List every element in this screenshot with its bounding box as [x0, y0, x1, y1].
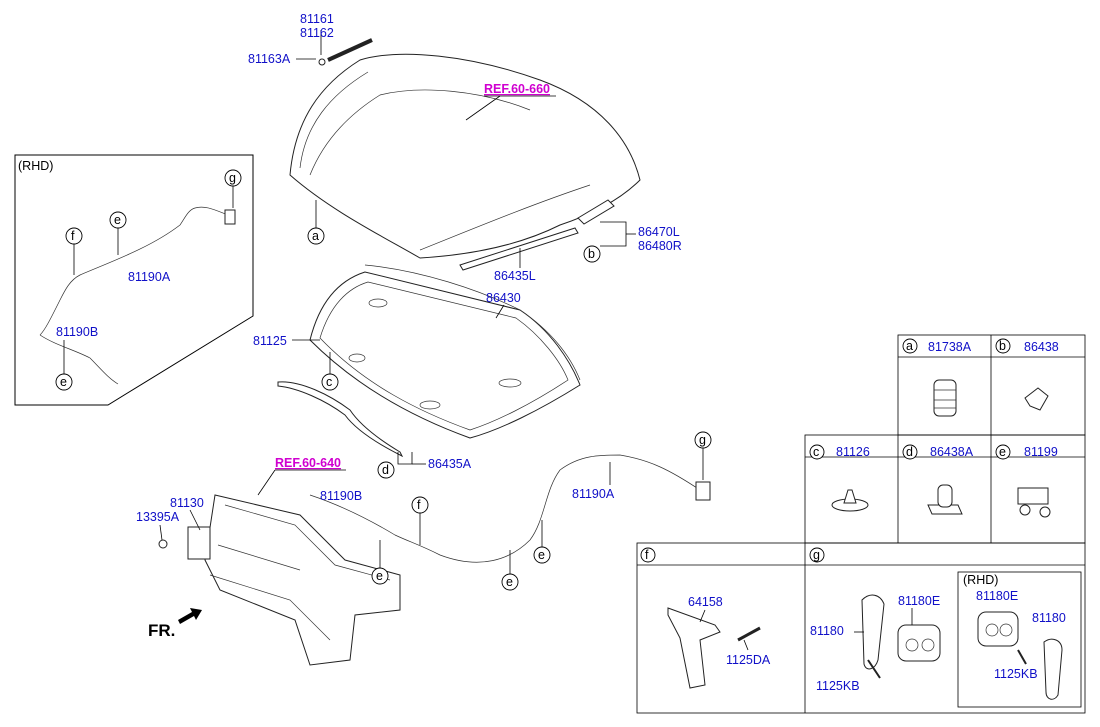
svg-text:c: c	[326, 375, 332, 389]
svg-text:b: b	[588, 247, 595, 261]
label-86435l: 86435L	[494, 269, 536, 283]
svg-text:g: g	[699, 433, 706, 447]
legend-81180e: 81180E	[898, 594, 940, 608]
label-86470l: 86470L	[638, 225, 680, 239]
rhd-inset-title: (RHD)	[18, 159, 53, 173]
legend-1125kb: 1125KB	[816, 679, 860, 693]
legend-86438: 86438	[1024, 340, 1059, 354]
legend-81199: 81199	[1024, 445, 1058, 459]
svg-text:a: a	[906, 339, 913, 353]
callout-a-hood	[307, 227, 325, 245]
svg-text:g: g	[229, 171, 236, 185]
label-81162: 81162	[300, 26, 334, 40]
svg-text:e: e	[376, 569, 383, 583]
label-81125: 81125	[253, 334, 287, 348]
legend-81126: 81126	[836, 445, 870, 459]
nut-13395a	[158, 539, 168, 549]
label-86480r: 86480R	[638, 239, 682, 253]
svg-text:f: f	[417, 498, 421, 512]
lever-81180-icon	[854, 594, 941, 679]
weatherstrip-parts	[459, 199, 615, 271]
legend-key-g	[809, 547, 825, 563]
hood-stay	[318, 30, 373, 66]
rhd-inset	[14, 154, 254, 406]
bumper-81738a-icon	[933, 379, 957, 417]
svg-text:e: e	[60, 375, 67, 389]
rhd-lever-icon	[977, 611, 1063, 700]
label-81161: 81161	[300, 12, 334, 26]
legend-rhd-1125kb: 1125KB	[994, 667, 1038, 681]
legend-81180: 81180	[810, 624, 844, 638]
label-81163a: 81163A	[248, 52, 291, 66]
callout-c	[321, 373, 339, 391]
ref-60-660: REF.60-660	[484, 82, 550, 96]
legend-1125da: 1125DA	[726, 653, 771, 667]
label-rhd-81190a: 81190A	[128, 270, 171, 284]
svg-text:e: e	[114, 213, 121, 227]
svg-text:e: e	[506, 575, 513, 589]
label-81130: 81130	[170, 496, 204, 510]
svg-text:f: f	[645, 548, 649, 562]
legend-81738a: 81738A	[928, 340, 972, 354]
label-86435a: 86435A	[428, 457, 472, 471]
label-13395a: 13395A	[136, 510, 180, 524]
legend-key-a	[902, 338, 918, 354]
legend-key-d	[902, 444, 918, 460]
legend-key-c	[809, 444, 825, 460]
svg-text:g: g	[813, 548, 820, 562]
ref-60-640: REF.60-640	[275, 456, 341, 470]
lever-81180	[695, 481, 711, 501]
label-81190b: 81190B	[320, 489, 362, 503]
svg-text:f: f	[71, 229, 75, 243]
clip-81126-icon	[831, 489, 869, 512]
legend-key-f	[640, 547, 656, 563]
svg-text:d: d	[382, 463, 389, 477]
svg-text:b: b	[999, 339, 1006, 353]
legend-64158: 64158	[688, 595, 723, 609]
front-arrow-icon	[178, 608, 202, 624]
release-cable	[309, 454, 701, 563]
legend-key-b	[995, 338, 1011, 354]
svg-text:c: c	[813, 445, 819, 459]
svg-text:d: d	[906, 445, 913, 459]
front-label: FR.	[148, 621, 175, 640]
clip-86438a-icon	[927, 484, 963, 515]
hood-panel	[289, 53, 641, 259]
hood-insulator-pad	[309, 264, 581, 439]
legend-rhd-81180: 81180	[1032, 611, 1066, 625]
radiator-support	[187, 494, 401, 666]
callout-b	[583, 245, 601, 263]
lower-seal	[277, 381, 404, 458]
legend-key-e	[995, 444, 1011, 460]
svg-text:a: a	[312, 229, 319, 243]
clip-81199-icon	[1017, 487, 1051, 518]
legend-rhd-title: (RHD)	[963, 573, 998, 587]
svg-text:e: e	[999, 445, 1006, 459]
label-81190a: 81190A	[572, 487, 615, 501]
clip-86438-icon	[1024, 387, 1049, 411]
legend-86438a: 86438A	[930, 445, 974, 459]
callout-d	[377, 461, 395, 479]
label-rhd-81190b: 81190B	[56, 325, 98, 339]
bracket-64158-icon	[667, 607, 761, 689]
callout-e-rhd-bottom	[55, 373, 73, 391]
label-86430: 86430	[486, 291, 521, 305]
svg-text:e: e	[538, 548, 545, 562]
legend-rhd-81180e: 81180E	[976, 589, 1018, 603]
legend-table	[636, 334, 1086, 714]
